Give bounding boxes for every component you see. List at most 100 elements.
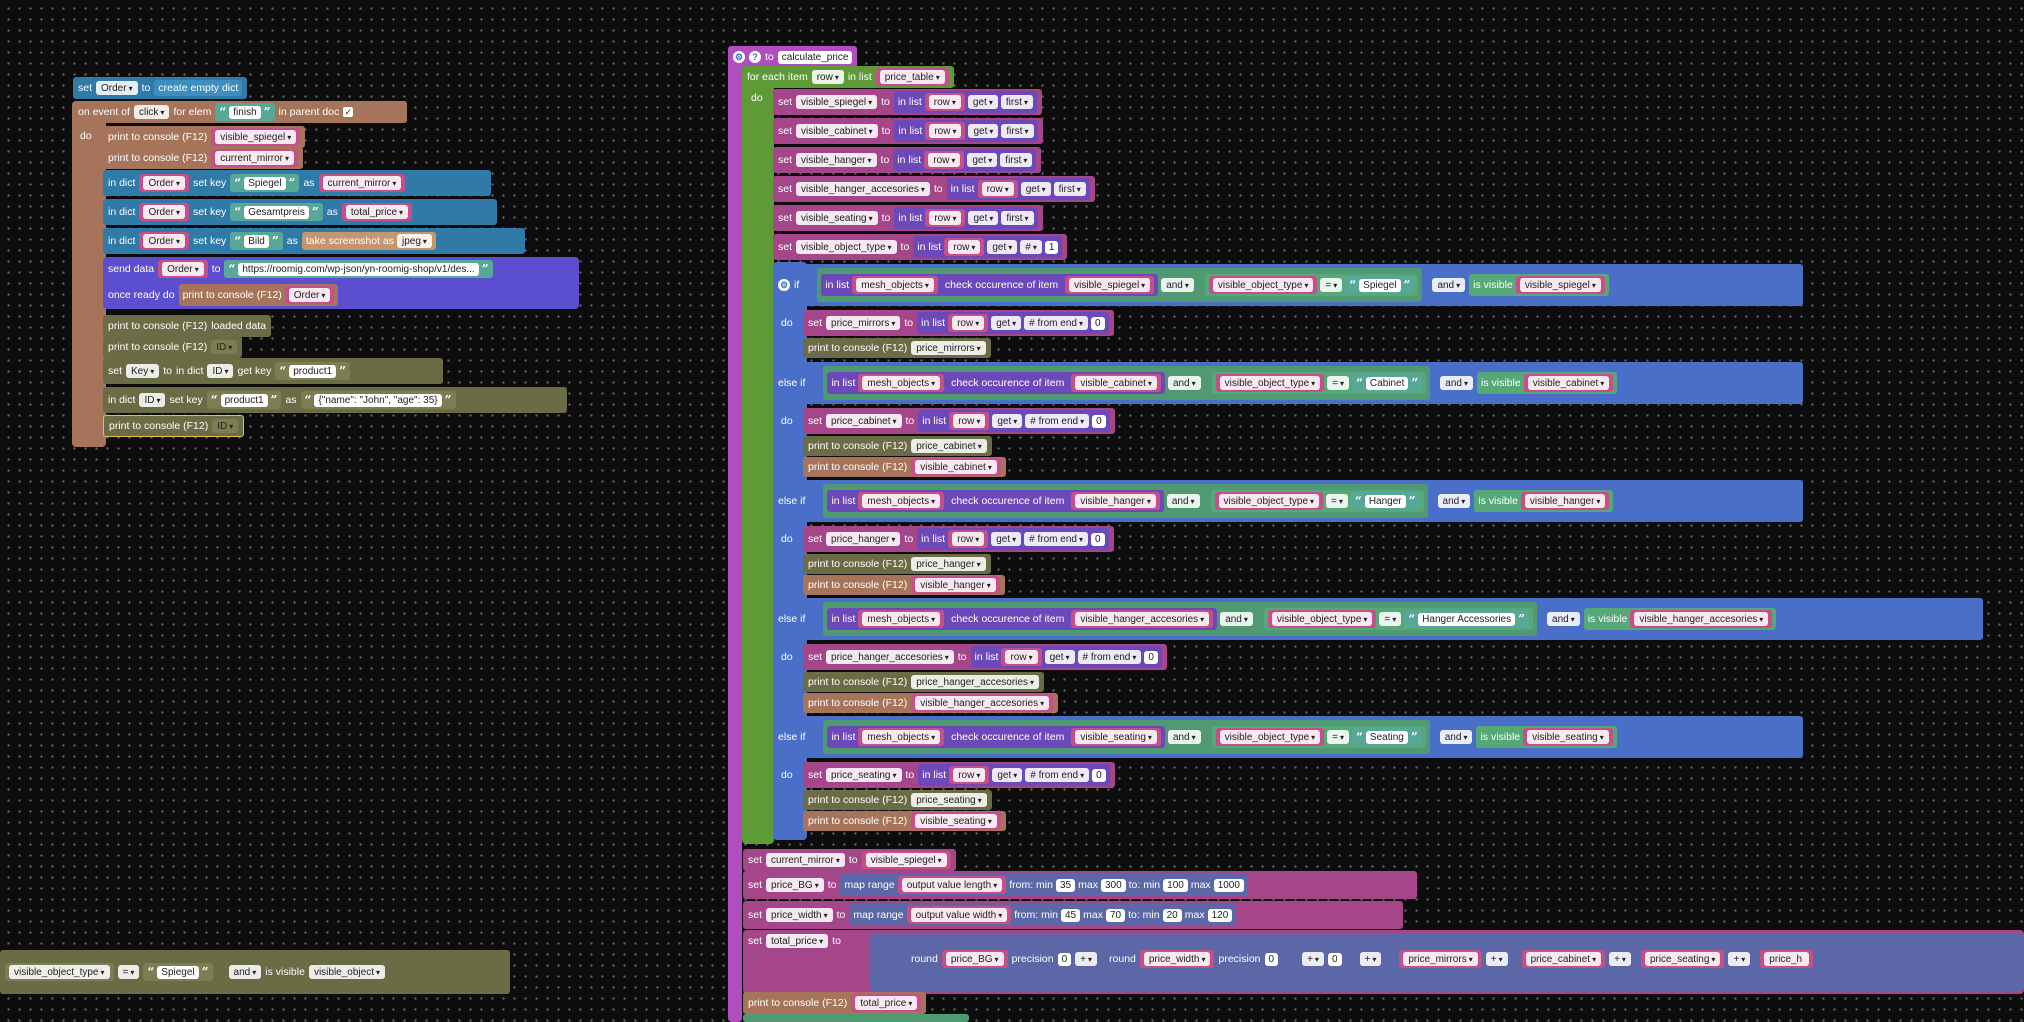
set-key-block[interactable]: set Key to in dict ID get key “product1” (103, 358, 443, 384)
list-get-block[interactable]: in listrowgetfirst (893, 149, 1037, 171)
print-block[interactable]: print to console (F12) visible_spiegel (103, 126, 306, 148)
var-order[interactable]: Order (158, 260, 208, 278)
compare-block[interactable]: visible_object_type=“Hanger Accessories” (1263, 608, 1534, 630)
print-price-block[interactable]: print to console (F12)price_hanger (803, 554, 991, 574)
list-get-block[interactable]: in listrowgetfirst (894, 120, 1038, 142)
gear-icon[interactable]: ⚙ (778, 279, 790, 291)
list-get-block[interactable]: in listrowget# from end0 (970, 646, 1162, 668)
var-visible-spiegel[interactable]: visible_spiegel (211, 128, 301, 146)
next-block-partial[interactable] (743, 1014, 969, 1022)
order-var-dropdown[interactable]: Order (96, 81, 138, 95)
on-event-block[interactable]: on event of click for elem “finish” in p… (73, 101, 407, 123)
var-order[interactable]: Order (139, 174, 190, 192)
list-get-block[interactable]: in listrowgetfirst (893, 91, 1037, 113)
print-visible-block[interactable]: print to console (F12)visible_hanger_acc… (803, 693, 1059, 713)
create-dict-block[interactable]: create empty dict (154, 80, 243, 96)
function-name[interactable]: calculate_price (777, 50, 853, 64)
set-order-block[interactable]: set Order to create empty dict (73, 77, 248, 99)
print-block[interactable]: print to console (F12) current_mirror (103, 147, 304, 169)
map-range-block[interactable]: map range output value width from: min45… (849, 904, 1237, 926)
print-visible-block[interactable]: print to console (F12)visible_seating (803, 811, 1006, 831)
dict-set-json-block[interactable]: in dict ID set key “product1” as “{"name… (103, 387, 567, 413)
set-price-width[interactable]: set price_width to map range output valu… (743, 901, 1403, 929)
print-visible-block[interactable]: print to console (F12)visible_hanger (803, 575, 1005, 595)
parent-doc-checkbox[interactable]: ✓ (343, 107, 354, 117)
print-id-block[interactable]: print to console (F12) ID (103, 415, 245, 437)
dict-set-block[interactable]: in dict Order set key “Gesamtpreis” as t… (103, 199, 497, 225)
var-order[interactable]: Order (139, 203, 190, 221)
print-visible-block[interactable]: print to console (F12)visible_cabinet (803, 457, 1006, 477)
list-get-block[interactable]: in listrowget# from end0 (917, 312, 1109, 334)
compare-block[interactable]: visible_object_type=“Hanger” (1210, 490, 1424, 512)
var-current-mirror[interactable]: current_mirror (211, 149, 299, 167)
for-each-block[interactable]: for each item row in list price_table (742, 66, 954, 88)
key-var-dropdown[interactable]: Key (126, 364, 160, 378)
compare-block[interactable]: visible_object_type=“Spiegel” (1204, 274, 1419, 296)
gear-icon[interactable]: ⚙ (733, 51, 745, 63)
finish-text[interactable]: “finish” (215, 103, 275, 121)
key-spiegel-text[interactable]: “Spiegel” (230, 174, 300, 192)
help-icon[interactable]: ? (749, 51, 761, 63)
row-var-dropdown[interactable]: row (811, 70, 844, 84)
compare-block[interactable]: visible_object_type=“Seating” (1211, 726, 1426, 748)
format-dropdown[interactable]: jpeg (397, 234, 432, 248)
dict-set-block[interactable]: in dict Order set key “Bild” as take scr… (103, 228, 525, 254)
list-get-block[interactable]: in listrowgetfirst (894, 207, 1038, 229)
key-bild-text[interactable]: “Bild” (230, 232, 283, 250)
var-order[interactable]: Order (139, 232, 190, 250)
print-price-block[interactable]: print to console (F12)price_hanger_acces… (803, 672, 1044, 692)
set-price-bg[interactable]: set price_BG to map range output value l… (743, 871, 1417, 899)
event-type-dropdown[interactable]: click (133, 105, 170, 119)
var-total-price[interactable]: total_price (341, 203, 413, 221)
dict-set-block[interactable]: in dict Order set key “Spiegel” as curre… (103, 170, 491, 196)
set-current-mirror[interactable]: set current_mirror to visible_spiegel (743, 849, 956, 871)
list-get-block[interactable]: in listrowgetfirst (946, 178, 1090, 200)
orphan-condition-block[interactable]: visible_object_type = “Spiegel” and is v… (0, 950, 510, 994)
list-get-block[interactable]: in listrowget# from end0 (917, 528, 1109, 550)
print-total-price[interactable]: print to console (F12) total_price (743, 992, 927, 1014)
print-price-block[interactable]: print to console (F12)price_cabinet (803, 436, 992, 456)
compare-block[interactable]: visible_object_type=“Cabinet” (1211, 372, 1427, 394)
print-price-block[interactable]: print to console (F12)price_mirrors (803, 338, 991, 358)
list-get-block[interactable]: in listrowget#1 (913, 236, 1063, 258)
print-block[interactable]: print to console (F12)Order (178, 284, 339, 306)
function-header[interactable]: ⚙ ? to calculate_price (728, 46, 858, 68)
var-price-table[interactable]: price_table (875, 68, 949, 86)
url-text[interactable]: “https://roomig.com/wp-json/yn-roomig-sh… (224, 260, 493, 278)
key-gesamtpreis-text[interactable]: “Gesamtpreis” (230, 203, 323, 221)
print-price-block[interactable]: print to console (F12)price_seating (803, 790, 992, 810)
print-loaded-block[interactable]: print to console (F12) loaded data (103, 315, 272, 337)
var-current-mirror[interactable]: current_mirror (318, 174, 406, 192)
